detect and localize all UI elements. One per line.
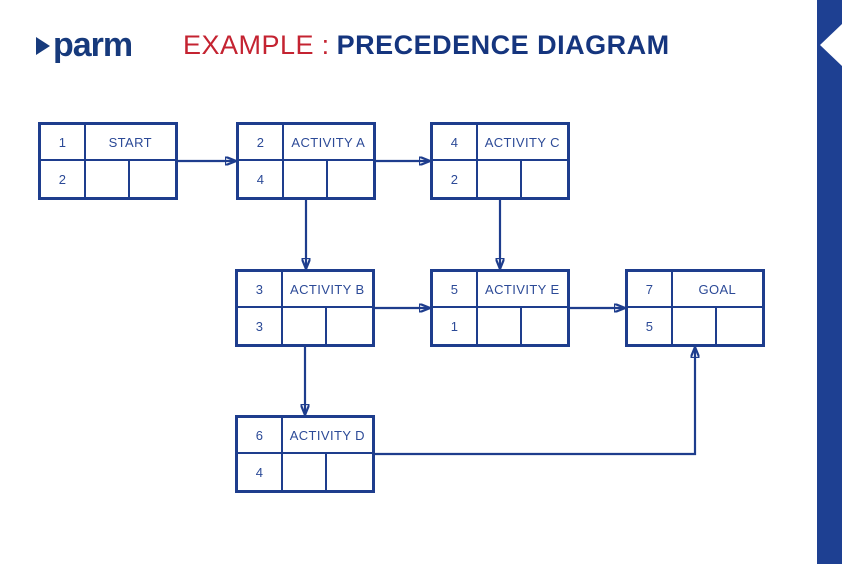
- node-empty-cell: [478, 308, 523, 344]
- node-number: 2: [239, 125, 284, 161]
- node-activity-d: 6 ACTIVITY D 4: [235, 415, 375, 493]
- node-empty-cell: [284, 161, 329, 197]
- node-activity-e: 5 ACTIVITY E 1: [430, 269, 570, 347]
- slide-title-separator: :: [314, 30, 337, 60]
- node-number: 1: [41, 125, 86, 161]
- node-number: 3: [238, 272, 283, 308]
- node-label: START: [85, 125, 175, 161]
- node-empty-cell: [283, 454, 328, 490]
- node-empty-cell: [130, 161, 175, 197]
- brand-logo: parm: [36, 26, 133, 64]
- node-duration: 2: [433, 161, 478, 197]
- node-empty-cell: [522, 308, 567, 344]
- node-label: ACTIVITY C: [477, 125, 567, 161]
- node-label: ACTIVITY A: [283, 125, 373, 161]
- node-empty-cell: [522, 161, 567, 197]
- node-empty-cell: [673, 308, 718, 344]
- node-label: GOAL: [672, 272, 762, 308]
- node-start: 1 START 2: [38, 122, 178, 200]
- node-duration: 1: [433, 308, 478, 344]
- slide-title-prefix: EXAMPLE: [183, 30, 315, 60]
- node-empty-cell: [328, 161, 373, 197]
- node-number: 4: [433, 125, 478, 161]
- slide-title: EXAMPLE : PRECEDENCE DIAGRAM: [183, 30, 670, 61]
- brand-logo-text: parm: [53, 26, 133, 64]
- left-chevron-notch-icon: [820, 24, 842, 66]
- node-empty-cell: [478, 161, 523, 197]
- node-duration: 3: [238, 308, 283, 344]
- node-empty-cell: [717, 308, 762, 344]
- node-duration: 2: [41, 161, 86, 197]
- node-number: 7: [628, 272, 673, 308]
- node-empty-cell: [283, 308, 328, 344]
- node-number: 6: [238, 418, 283, 454]
- node-label: ACTIVITY D: [282, 418, 372, 454]
- node-activity-a: 2 ACTIVITY A 4: [236, 122, 376, 200]
- node-empty-cell: [327, 454, 372, 490]
- edge-d-to-goal: [375, 347, 695, 456]
- node-number: 5: [433, 272, 478, 308]
- node-label: ACTIVITY E: [477, 272, 567, 308]
- right-triangle-icon: [36, 37, 50, 55]
- node-activity-c: 4 ACTIVITY C 2: [430, 122, 570, 200]
- node-goal: 7 GOAL 5: [625, 269, 765, 347]
- node-duration: 4: [238, 454, 283, 490]
- node-duration: 5: [628, 308, 673, 344]
- right-edge-bar: [817, 0, 842, 564]
- node-empty-cell: [86, 161, 131, 197]
- slide-title-main: PRECEDENCE DIAGRAM: [336, 30, 670, 60]
- node-empty-cell: [327, 308, 372, 344]
- node-duration: 4: [239, 161, 284, 197]
- node-label: ACTIVITY B: [282, 272, 372, 308]
- node-activity-b: 3 ACTIVITY B 3: [235, 269, 375, 347]
